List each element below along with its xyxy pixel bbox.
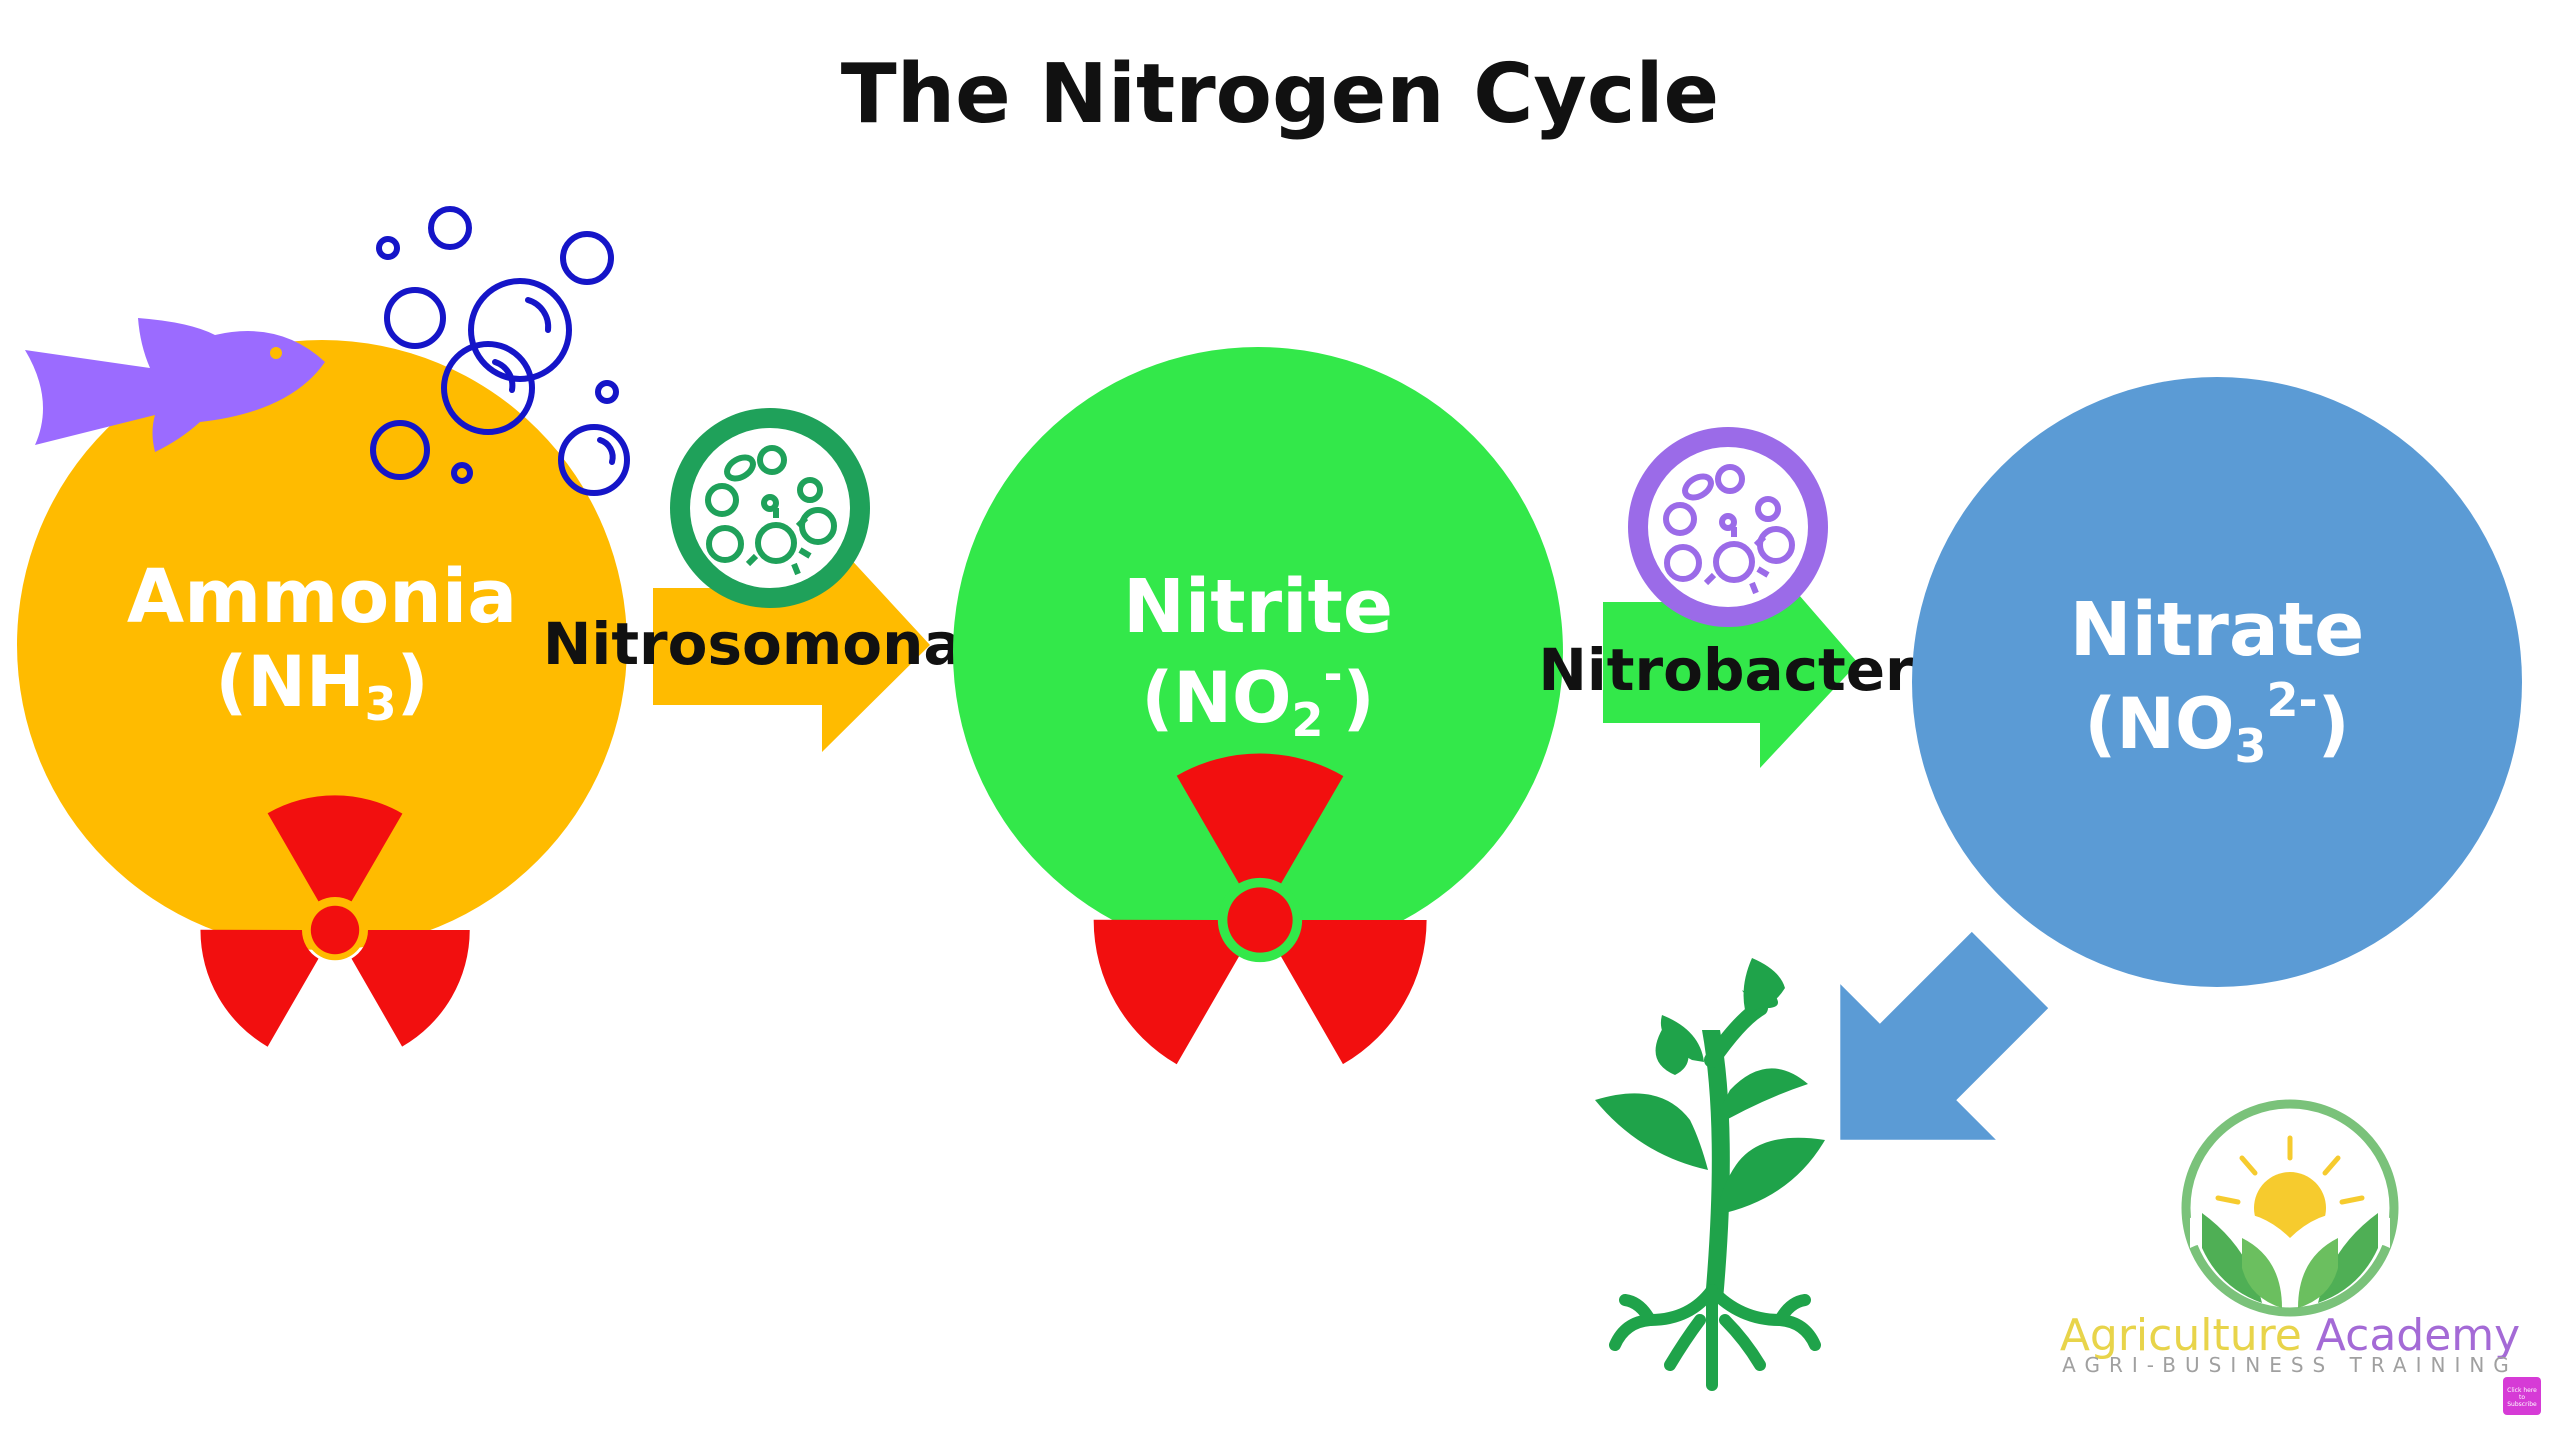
nitrate-label: Nitrate bbox=[2070, 587, 2365, 673]
nitrite-formula-superscript: - bbox=[1324, 647, 1343, 701]
nitrate-formula-subscript: 3 bbox=[2234, 719, 2266, 773]
ammonia-node: Ammonia (NH3) bbox=[17, 340, 627, 950]
uptake-arrow bbox=[1840, 931, 2049, 1140]
radiation-icon bbox=[1051, 703, 1427, 1065]
nitrite-formula-end: ) bbox=[1343, 657, 1375, 739]
subscribe-button[interactable]: Click here to Subscribe bbox=[2503, 1377, 2541, 1415]
ammonia-formula-main: (NH bbox=[215, 641, 364, 723]
nitrate-formula: (NO32-) bbox=[2084, 673, 2349, 773]
radiation-icon bbox=[166, 755, 470, 1047]
ammonia-label: Ammonia bbox=[127, 554, 517, 640]
nitrate-formula-main: (NO bbox=[2084, 683, 2234, 765]
nitrobacter-step: Nitrobacter bbox=[1538, 427, 1914, 768]
nitrite-formula-subscript: 2 bbox=[1291, 693, 1323, 747]
nitrobacter-label: Nitrobacter bbox=[1538, 636, 1914, 704]
logo-tagline: AGRI-BUSINESS TRAINING bbox=[2062, 1353, 2518, 1377]
ammonia-formula: (NH3) bbox=[215, 641, 428, 731]
nitrate-formula-superscript: 2- bbox=[2267, 673, 2318, 727]
nitrite-formula-main: (NO bbox=[1141, 657, 1291, 739]
subscribe-line-1: Click here bbox=[2507, 1387, 2537, 1394]
subscribe-line-3: Subscribe bbox=[2507, 1401, 2537, 1408]
logo-wordmark: Agriculture Academy bbox=[2060, 1310, 2520, 1361]
logo-word-academy: Academy bbox=[2316, 1310, 2520, 1361]
logo-word-agriculture: Agriculture bbox=[2060, 1310, 2302, 1361]
page-title: The Nitrogen Cycle bbox=[841, 47, 1719, 142]
sun-field-logo-icon bbox=[2181, 1099, 2399, 1317]
nitrosomonas-label: Nitrosomonas bbox=[543, 610, 997, 678]
nitrate-node: Nitrate (NO32-) bbox=[1912, 377, 2522, 987]
agriculture-academy-logo: Agriculture Academy AGRI-BUSINESS TRAININ… bbox=[2060, 1099, 2520, 1377]
nitrite-circle bbox=[953, 347, 1563, 957]
bacteria-icon bbox=[670, 408, 870, 608]
subscribe-line-2: to bbox=[2518, 1394, 2526, 1401]
ammonia-formula-subscript: 3 bbox=[365, 677, 397, 731]
nitrate-circle bbox=[1912, 377, 2522, 987]
nitrosomonas-step: Nitrosomonas bbox=[543, 408, 997, 752]
bubbles-icon bbox=[370, 206, 630, 496]
process-arrow-right bbox=[653, 528, 930, 752]
bacteria-icon bbox=[1628, 427, 1828, 627]
nitrite-node: Nitrite (NO2-) bbox=[953, 347, 1563, 957]
nitrite-formula: (NO2-) bbox=[1141, 647, 1374, 747]
ammonia-circle bbox=[17, 340, 627, 950]
nitrate-formula-end: ) bbox=[2318, 683, 2350, 765]
plant-icon bbox=[1595, 958, 1825, 1391]
fish-icon bbox=[25, 318, 325, 452]
ammonia-formula-end: ) bbox=[397, 641, 429, 723]
nitrite-label: Nitrite bbox=[1123, 564, 1393, 650]
